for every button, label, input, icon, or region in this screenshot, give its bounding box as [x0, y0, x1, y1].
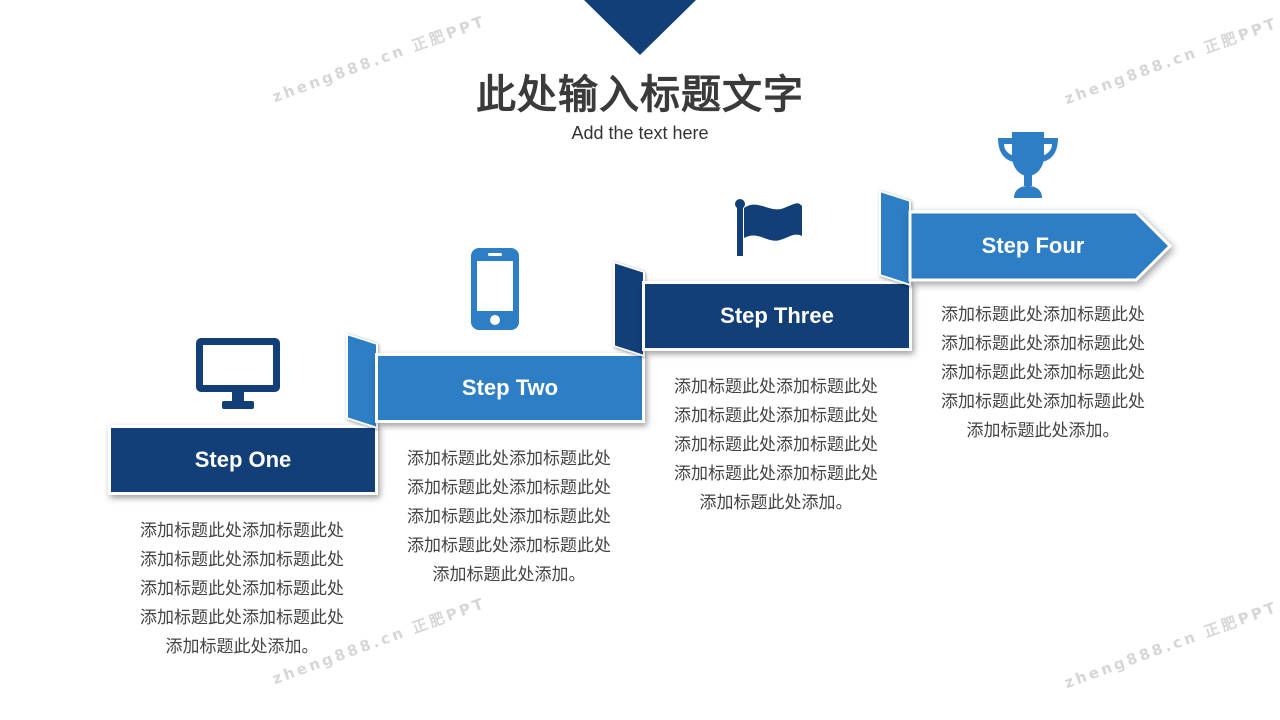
step-four-description: 添加标题此处添加标题此处 添加标题此处添加标题此处 添加标题此处添加标题此处 添… [923, 301, 1163, 446]
description-line: 添加标题此处添加标题此处 [941, 392, 1145, 412]
description-line: 添加标题此处添加标题此处 [407, 507, 611, 527]
description-line: 添加标题此处添加。 [966, 421, 1120, 441]
step-three-label: Step Three [720, 303, 834, 328]
description-line: 添加标题此处添加标题此处 [941, 334, 1145, 354]
flag-icon [735, 199, 802, 256]
description-line: 添加标题此处添加标题此处 [407, 478, 611, 498]
step-one-description: 添加标题此处添加标题此处 添加标题此处添加标题此处 添加标题此处添加标题此处 添… [122, 517, 362, 662]
description-line: 添加标题此处添加。 [165, 637, 319, 657]
top-triangle-decoration [584, 0, 696, 55]
step-four-arrow: Step Four [908, 210, 1174, 282]
step-two-description: 添加标题此处添加标题此处 添加标题此处添加标题此处 添加标题此处添加标题此处 添… [389, 445, 629, 590]
description-line: 添加标题此处添加标题此处 [140, 579, 344, 599]
description-line: 添加标题此处添加。 [699, 493, 853, 513]
description-line: 添加标题此处添加标题此处 [140, 521, 344, 541]
watermark: zheng888.cn 正肥PPT [1061, 597, 1280, 693]
description-line: 添加标题此处添加标题此处 [941, 305, 1145, 325]
step-four-fold [879, 189, 911, 287]
step-two-label: Step Two [461, 375, 559, 400]
slide-subtitle: Add the text here [571, 123, 709, 143]
monitor-icon [196, 338, 280, 409]
step-two-box: Step Two [375, 353, 645, 423]
description-line: 添加标题此处添加标题此处 [407, 449, 611, 469]
step-two-fold [346, 332, 378, 430]
slide-title: 此处输入标题文字 [476, 72, 804, 118]
step-one-label: Step One [194, 447, 292, 472]
description-line: 添加标题此处添加标题此处 [941, 363, 1145, 383]
step-three-box: Step Three [642, 281, 912, 351]
step-three-description: 添加标题此处添加标题此处 添加标题此处添加标题此处 添加标题此处添加标题此处 添… [656, 373, 896, 518]
description-line: 添加标题此处添加标题此处 [674, 435, 878, 455]
step-three-fold [613, 260, 645, 358]
trophy-icon [998, 132, 1058, 198]
description-line: 添加标题此处添加标题此处 [674, 406, 878, 426]
description-line: 添加标题此处添加标题此处 [674, 464, 878, 484]
description-line: 添加标题此处添加标题此处 [674, 377, 878, 397]
description-line: 添加标题此处添加标题此处 [140, 550, 344, 570]
description-line: 添加标题此处添加标题此处 [140, 608, 344, 628]
description-line: 添加标题此处添加标题此处 [407, 536, 611, 556]
step-one-box: Step One [108, 425, 378, 495]
smartphone-icon [471, 248, 519, 330]
description-line: 添加标题此处添加。 [432, 565, 586, 585]
step-four-label: Step Four [981, 233, 1085, 258]
